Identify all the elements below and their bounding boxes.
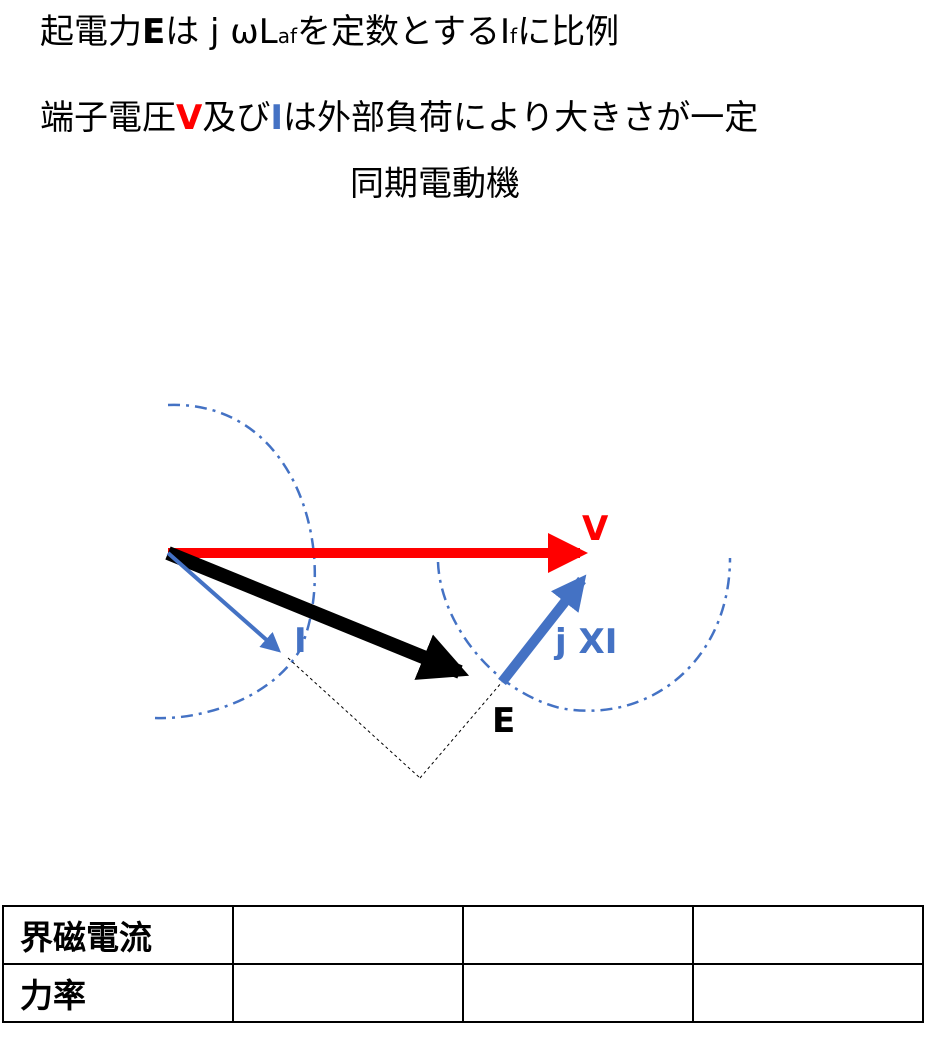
text-terminal-I: I	[270, 98, 283, 138]
text-emf-E: E	[142, 12, 166, 52]
text-terminal-and: 及び	[202, 98, 271, 138]
row-header-field-current: 界磁電流	[2, 905, 234, 965]
table-cell	[692, 963, 924, 1023]
text-subscript-af: af	[277, 24, 298, 48]
label-E: E	[492, 701, 515, 741]
label-I: I	[294, 621, 307, 661]
phasor-I	[166, 551, 282, 653]
phasor-E	[165, 546, 470, 680]
statement-emf: 起電力Eは j ωLafを定数とするIfに比例	[40, 12, 619, 56]
text-emf-prefix: 起電力	[40, 12, 142, 52]
text-terminal-prefix: 端子電圧	[40, 98, 176, 138]
label-V: V	[582, 509, 609, 549]
label-jXI: j XI	[553, 622, 617, 662]
table-cell	[462, 963, 694, 1023]
text-emf-mid2: を定数とするI	[297, 12, 511, 52]
text-terminal-V: V	[176, 98, 203, 138]
table-cell	[232, 963, 464, 1023]
locus-arc-right	[436, 557, 732, 712]
table-cell	[232, 905, 464, 965]
page-title: 同期電動機	[350, 164, 520, 204]
table-row: 力率	[2, 963, 924, 1023]
phasor-jXI	[498, 574, 587, 686]
table-cell	[692, 905, 924, 965]
phasor-diagram: V I j XI E	[154, 403, 732, 779]
table-row: 界磁電流	[2, 905, 924, 965]
statement-terminal: 端子電圧V及びIは外部負荷により大きさが一定	[40, 98, 758, 138]
text-emf-suffix: に比例	[517, 12, 620, 52]
text-emf-mid: は j ωL	[165, 12, 278, 52]
text-subscript-f: f	[510, 24, 518, 48]
table-cell	[462, 905, 694, 965]
construction-line-left	[287, 657, 421, 779]
construction-line-right	[419, 681, 503, 779]
text-terminal-suffix: は外部負荷により大きさが一定	[282, 98, 759, 138]
row-header-power-factor: 力率	[2, 963, 234, 1023]
locus-arc-left	[154, 403, 317, 720]
answer-table: 界磁電流 力率	[2, 905, 924, 1023]
